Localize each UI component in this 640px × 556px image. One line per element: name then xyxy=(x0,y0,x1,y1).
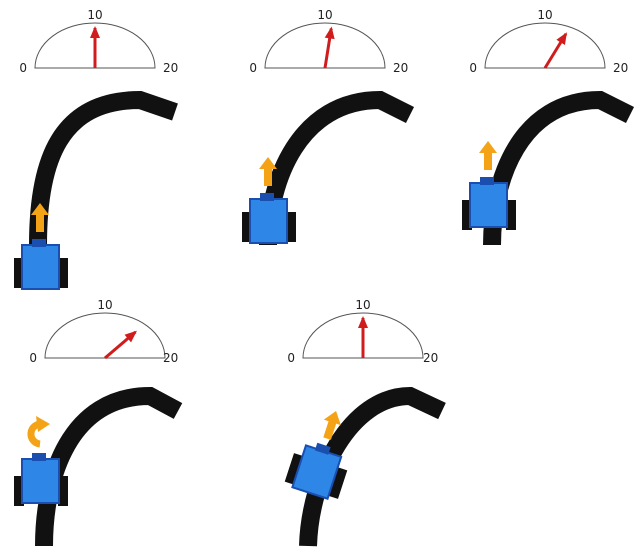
wheel-right xyxy=(506,200,516,230)
gauge-mid-label: 10 xyxy=(317,8,332,22)
speed-gauge-4: 0 10 20 xyxy=(29,298,178,365)
needle-head xyxy=(358,316,368,328)
gauge-mid-label: 10 xyxy=(537,8,552,22)
gauge-mid-label: 10 xyxy=(355,298,370,312)
sensor xyxy=(480,177,494,185)
u-turn-arrow-icon xyxy=(27,416,50,448)
panel-2: 0 10 20 xyxy=(242,8,415,246)
track xyxy=(35,386,183,547)
wheel-left xyxy=(242,212,252,242)
gauge-min-label: 0 xyxy=(469,61,477,75)
needle-head xyxy=(324,26,335,40)
wheel-left xyxy=(14,476,24,506)
robot xyxy=(242,157,296,244)
needle-head xyxy=(556,32,567,46)
sensor xyxy=(260,193,274,201)
gauge-min-label: 0 xyxy=(287,351,295,365)
panel-3: 0 10 20 xyxy=(462,8,635,246)
gauge-max-label: 20 xyxy=(393,61,408,75)
speed-gauge-1: 0 10 20 xyxy=(19,8,178,75)
needle-icon xyxy=(323,26,335,69)
wheel-right xyxy=(58,476,68,506)
sensor xyxy=(32,239,46,247)
gauge-max-label: 20 xyxy=(613,61,628,75)
wheel-right xyxy=(58,258,68,288)
wheel-left xyxy=(284,453,304,485)
wheel-left xyxy=(14,258,24,288)
robot xyxy=(14,416,68,506)
gauge-dial xyxy=(484,22,606,69)
needle-icon xyxy=(104,330,137,360)
gauge-mid-label: 10 xyxy=(87,8,102,22)
gauge-dial xyxy=(264,22,386,69)
angled-arrow-icon xyxy=(323,411,341,440)
gauge-min-label: 0 xyxy=(29,351,37,365)
robot xyxy=(284,411,348,500)
sensor xyxy=(314,442,331,455)
gauge-min-label: 0 xyxy=(249,61,257,75)
gauge-min-label: 0 xyxy=(19,61,27,75)
speed-gauge-2: 0 10 20 xyxy=(249,8,408,75)
wheel-left xyxy=(462,200,472,230)
wheel-right xyxy=(286,212,296,242)
speed-gauge-3: 0 10 20 xyxy=(469,8,628,75)
robot-body xyxy=(21,458,60,504)
needle-head xyxy=(90,26,100,38)
panel-4: 0 10 20 xyxy=(14,298,183,547)
needle-head xyxy=(124,330,137,343)
gauge-max-label: 20 xyxy=(423,351,438,365)
robot xyxy=(462,141,516,230)
needle-icon xyxy=(90,26,100,68)
speed-gauge-5: 0 10 20 xyxy=(287,298,438,365)
straight-arrow-icon xyxy=(479,141,497,170)
gauge-mid-label: 10 xyxy=(97,298,112,312)
panel-1: 0 10 20 xyxy=(14,8,178,290)
needle-icon xyxy=(358,316,368,358)
straight-arrow-icon xyxy=(31,203,49,232)
track xyxy=(29,90,178,246)
straight-arrow-icon xyxy=(259,157,277,186)
robot xyxy=(14,203,68,290)
gauge-max-label: 20 xyxy=(163,61,178,75)
robot-body xyxy=(249,198,288,244)
track xyxy=(299,386,446,547)
sensor xyxy=(32,453,46,461)
gauge-max-label: 20 xyxy=(163,351,178,365)
robot-body xyxy=(21,244,60,290)
robot-body xyxy=(469,182,508,228)
wheel-right xyxy=(328,467,348,499)
gauge-dial xyxy=(44,312,166,359)
needle-icon xyxy=(543,32,568,69)
panel-5: 0 10 20 xyxy=(284,298,446,547)
